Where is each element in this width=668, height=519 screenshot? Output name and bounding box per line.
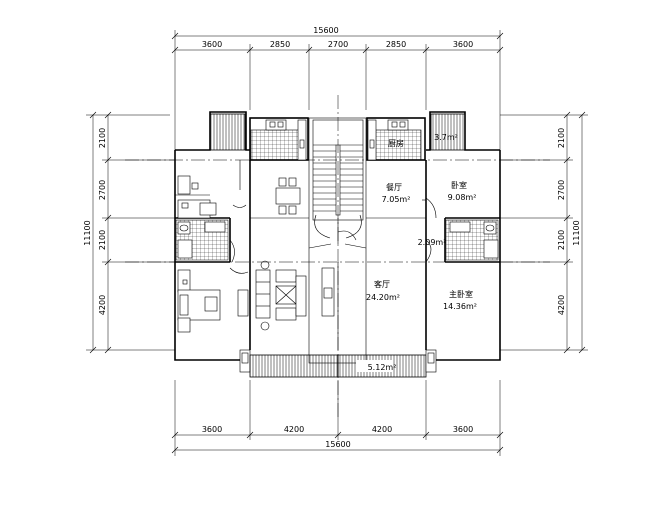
bottom-dimension-2: 4200 (284, 425, 304, 434)
top-dimension-2: 2850 (270, 40, 290, 49)
living-room-area: 24.20m² (366, 293, 400, 302)
left-total-dimension: 11100 (83, 220, 92, 245)
top-dimension-5: 3600 (453, 40, 473, 49)
stairwell (308, 119, 367, 249)
dining-room-area: 7.05m² (382, 195, 411, 204)
master-bedroom-area: 14.36m² (443, 302, 477, 311)
dining-room-name: 餐厅 (386, 183, 402, 192)
right-bathroom-fixtures (445, 219, 499, 261)
right-unit-doors (337, 199, 426, 244)
left-bathroom-fixtures (175, 219, 229, 261)
left-bedroom-furniture (177, 175, 217, 219)
right-dimension-3: 2100 (557, 230, 566, 250)
bottom-dimension-4: 3600 (453, 425, 473, 434)
right-dimension-group: 2100 2700 2100 4200 11100 (500, 111, 588, 354)
kitchen-right-area: 3.7m² (434, 133, 458, 142)
bedroom-name: 卧室 (451, 180, 467, 190)
left-dimension-3: 2100 (98, 230, 107, 250)
bathroom-area: 2.09m² (418, 238, 447, 247)
top-dimension-4: 2850 (386, 40, 406, 49)
left-dimension-1: 2100 (98, 128, 107, 148)
bottom-dimension-group: 3600 4200 4200 3600 15600 (171, 380, 504, 456)
left-dimension-4: 4200 (98, 295, 107, 315)
left-dimension-group: 11100 2100 2700 2100 4200 (83, 111, 175, 354)
top-total-dimension: 15600 (313, 26, 338, 35)
left-dimension-2: 2700 (98, 180, 107, 200)
right-dimension-2: 2700 (557, 180, 566, 200)
right-dimension-4: 4200 (557, 295, 566, 315)
balcony-area: 5.12m² (368, 363, 397, 372)
right-dimension-1: 2100 (557, 128, 566, 148)
right-total-dimension: 11100 (572, 220, 581, 245)
left-master-bedroom-furniture (177, 269, 249, 333)
bottom-dimension-1: 3600 (202, 425, 222, 434)
left-dining-table (275, 177, 301, 215)
kitchen-right: 3.7m² 厨房 (367, 119, 458, 161)
right-unit-partitions (337, 160, 500, 350)
top-dimension-3: 2700 (328, 40, 348, 49)
kitchen-right-label: 厨房 (388, 138, 404, 148)
left-living-room-furniture (255, 260, 335, 331)
bottom-total-dimension: 15600 (325, 440, 350, 449)
room-labels: 餐厅 7.05m² 卧室 9.08m² 2.09m² 客厅 24.20m² 主卧… (366, 180, 477, 311)
bottom-balconies: 5.12m² (239, 349, 437, 378)
master-bedroom-name: 主卧室 (449, 289, 473, 299)
top-dimension-group: 15600 3600 2850 2700 2850 3600 (171, 26, 504, 160)
bottom-dimension-3: 4200 (372, 425, 392, 434)
top-dimension-1: 3600 (202, 40, 222, 49)
living-room-name: 客厅 (374, 279, 390, 289)
kitchen-left (250, 119, 307, 161)
top-left-balcony (209, 113, 246, 151)
bedroom-area: 9.08m² (448, 193, 477, 202)
top-right-balcony (430, 113, 466, 151)
